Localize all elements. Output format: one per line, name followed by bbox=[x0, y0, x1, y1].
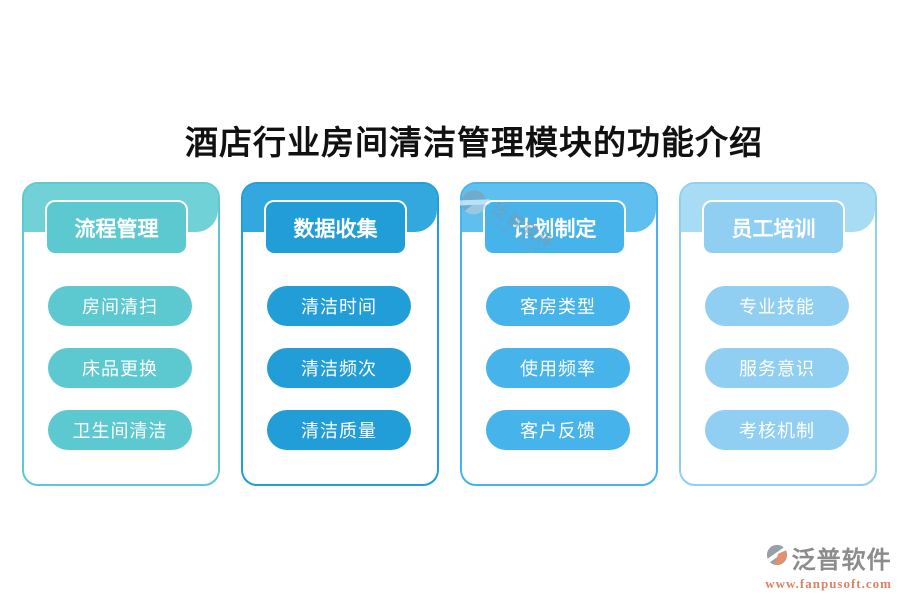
feature-pill: 清洁频次 bbox=[267, 348, 411, 388]
feature-pill: 清洁质量 bbox=[267, 410, 411, 450]
card-title-label: 员工培训 bbox=[731, 216, 816, 241]
card-items: 专业技能 服务意识 考核机制 bbox=[705, 286, 849, 472]
feature-pill: 专业技能 bbox=[705, 286, 849, 326]
feature-pill: 房间清扫 bbox=[48, 286, 192, 326]
card-title-label: 数据收集 bbox=[293, 216, 378, 241]
footer-logo: 泛普软件 www.fanpusoft.com bbox=[764, 540, 892, 592]
feature-pill: 客户反馈 bbox=[486, 410, 630, 450]
feature-pill: 清洁时间 bbox=[267, 286, 411, 326]
card-items: 房间清扫 床品更换 卫生间清洁 bbox=[48, 286, 192, 472]
feature-pill-label: 考核机制 bbox=[739, 421, 815, 441]
feature-pill-label: 使用频率 bbox=[520, 359, 596, 379]
page-title: 酒店行业房间清洁管理模块的功能介绍 bbox=[185, 126, 763, 163]
card-staff-training: 员工培训 专业技能 服务意识 考核机制 bbox=[679, 182, 877, 486]
card-title-button: 计划制定 bbox=[483, 200, 626, 255]
feature-cards-container: 流程管理 房间清扫 床品更换 卫生间清洁 数据收集 清洁时间 清洁频次 清洁质量… bbox=[22, 182, 877, 486]
card-title-label: 流程管理 bbox=[74, 216, 159, 241]
feature-pill-label: 服务意识 bbox=[739, 359, 815, 379]
feature-pill: 卫生间清洁 bbox=[48, 410, 192, 450]
card-process-management: 流程管理 房间清扫 床品更换 卫生间清洁 bbox=[22, 182, 220, 486]
card-items: 清洁时间 清洁频次 清洁质量 bbox=[267, 286, 411, 472]
feature-pill-label: 床品更换 bbox=[82, 359, 158, 379]
fanpu-logo-icon bbox=[764, 544, 789, 571]
feature-pill-label: 专业技能 bbox=[739, 297, 815, 317]
feature-pill: 使用频率 bbox=[486, 348, 630, 388]
feature-pill: 客房类型 bbox=[486, 286, 630, 326]
feature-pill-label: 房间清扫 bbox=[82, 297, 158, 317]
feature-pill: 床品更换 bbox=[48, 348, 192, 388]
feature-pill-label: 清洁时间 bbox=[301, 297, 377, 317]
feature-pill-label: 清洁频次 bbox=[301, 359, 377, 379]
feature-pill-label: 客户反馈 bbox=[520, 421, 596, 441]
card-title-label: 计划制定 bbox=[512, 216, 597, 241]
feature-pill-label: 客房类型 bbox=[520, 297, 596, 317]
card-data-collection: 数据收集 清洁时间 清洁频次 清洁质量 bbox=[241, 182, 439, 486]
card-title-button: 员工培训 bbox=[702, 200, 845, 255]
feature-pill: 考核机制 bbox=[705, 410, 849, 450]
card-title-button: 数据收集 bbox=[264, 200, 407, 255]
footer-url: www.fanpusoft.com bbox=[765, 576, 892, 591]
feature-pill: 服务意识 bbox=[705, 348, 849, 388]
feature-pill-label: 卫生间清洁 bbox=[72, 421, 168, 441]
card-title-button: 流程管理 bbox=[45, 200, 188, 255]
feature-pill-label: 清洁质量 bbox=[301, 421, 377, 441]
card-plan-making: 计划制定 客房类型 使用频率 客户反馈 bbox=[460, 182, 658, 486]
card-items: 客房类型 使用频率 客户反馈 bbox=[486, 286, 630, 472]
footer-brand: 泛普软件 bbox=[791, 547, 892, 574]
